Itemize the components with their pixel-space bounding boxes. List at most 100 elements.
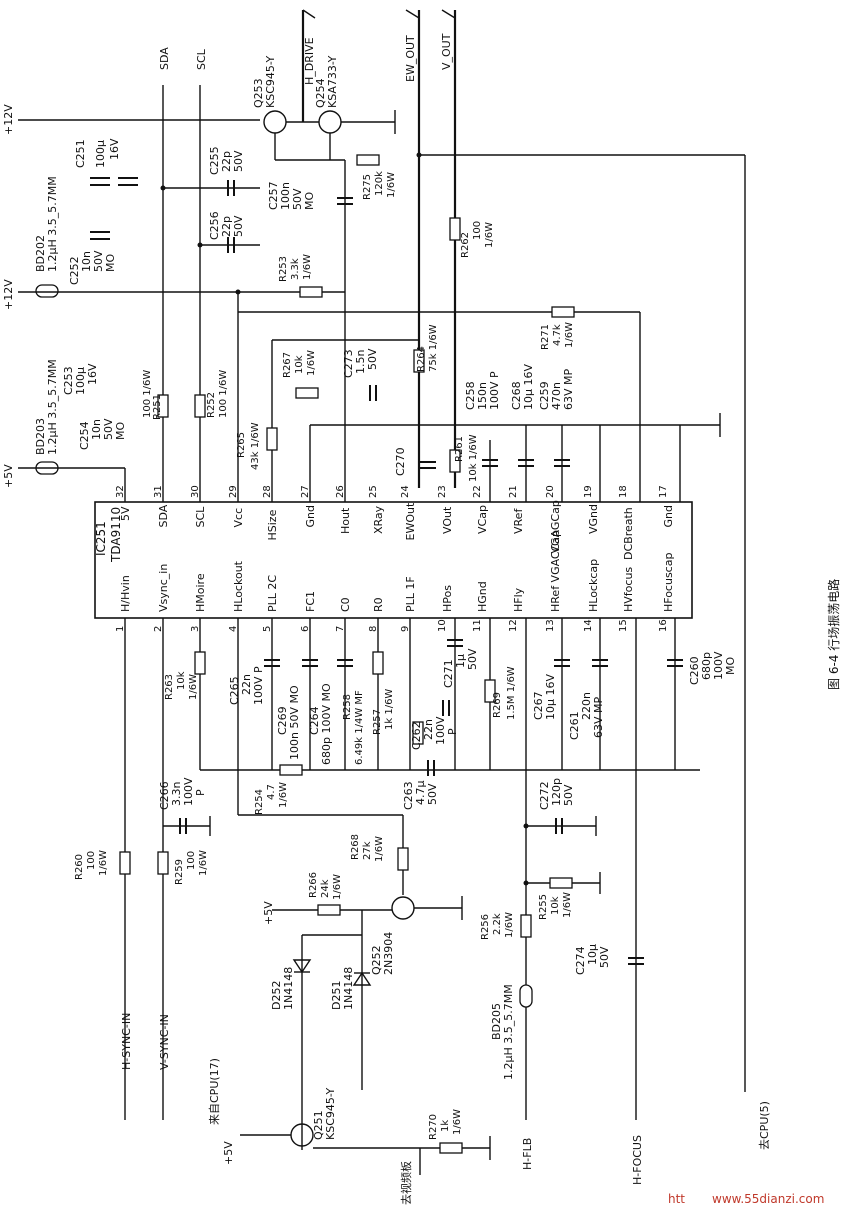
r255-ref: R255 xyxy=(538,894,549,920)
c274-v2: 50V xyxy=(598,946,611,968)
c265-v1: 22n xyxy=(240,674,253,695)
c257-v2: 50V xyxy=(291,188,304,210)
r260-v2: 1/6W xyxy=(98,850,109,876)
ic-pin-num-8: 8 xyxy=(368,626,379,632)
c258-v2: 100V P xyxy=(488,371,501,410)
q254-ref: Q254 xyxy=(314,78,327,108)
v-sync-in-label: V-SYNC-IN xyxy=(158,1014,171,1070)
bd203-ref: BD203 xyxy=(34,418,47,455)
ic-pin-num-12: 12 xyxy=(508,619,519,632)
c271-v2: 50V xyxy=(466,648,479,670)
ic-pin-name-13: HRef VGACCap xyxy=(549,530,562,612)
h-flb-label: H-FLB xyxy=(521,1138,534,1170)
r256-body xyxy=(520,914,532,938)
c256-v2: 50V xyxy=(232,215,245,237)
bd203-val: 1.2μH 3.5_5.7MM xyxy=(46,359,59,455)
r263-v2: 1/6W xyxy=(188,674,199,700)
r262-v2: 1/6W xyxy=(484,222,495,248)
ic-pin-name-27: Gnd xyxy=(304,505,317,527)
r271-ref: R271 xyxy=(540,324,551,350)
c263-ref: C263 xyxy=(402,781,415,810)
ic-pin-name-15: HVfocus xyxy=(622,567,635,612)
p5v-q252-label: +5V xyxy=(262,901,275,925)
r253-v1: 3.3k xyxy=(290,258,301,280)
c252-ref: C252 xyxy=(68,256,81,285)
r256-v2: 1/6W xyxy=(504,912,515,938)
ic-pin-num-2: 2 xyxy=(153,626,164,632)
d251-symbol xyxy=(352,971,372,986)
r258-ref: R258 xyxy=(342,694,353,720)
r269-body xyxy=(484,679,496,703)
r271-v2: 1/6W xyxy=(564,322,575,348)
r263-v1: 10k xyxy=(176,671,187,690)
ic-pin-num-3: 3 xyxy=(190,626,201,632)
c272-v1: 120p xyxy=(550,778,563,806)
ic-pin-name-4: HLockout xyxy=(232,560,245,612)
ic-pin-name-9: PLL 1F xyxy=(404,576,417,612)
c266-v1: 3.3n xyxy=(170,782,183,806)
ic-pin-name-29: Vcc xyxy=(232,508,245,528)
bottom-section: R263 10k 1/6W C265 22n 100V P C269 100n … xyxy=(74,618,737,1175)
r263-body xyxy=(194,651,206,675)
c272-v2: 50V xyxy=(562,784,575,806)
c252-v3: MO xyxy=(104,254,117,272)
ic-pin-name-19: VGnd xyxy=(587,504,600,534)
c268-ref: C268 xyxy=(510,381,523,410)
ic-pin-name-20: VGAGCap xyxy=(549,500,562,553)
c256-ref: C256 xyxy=(208,211,221,240)
r268-v1: 27k xyxy=(362,841,373,860)
ic-pin-num-21: 21 xyxy=(508,485,519,498)
r252-val: 100 1/6W xyxy=(218,370,229,418)
ic-pin-num-10: 10 xyxy=(437,619,448,632)
r252-ref: R252 xyxy=(206,392,217,418)
bd205-val: 1.2μH 3.5_5.7MM xyxy=(502,984,515,1080)
r254-ref: R254 xyxy=(254,789,265,815)
c271-ref: C271 xyxy=(442,659,455,688)
r254-v1: 4.7 xyxy=(266,784,277,800)
c252-v2: 50V xyxy=(92,250,105,272)
signal-labels: H-SYNC-IN V-SYNC-IN H-FLB H-FOCUS 去CPU(5… xyxy=(120,1013,771,1205)
r258-body xyxy=(372,651,384,675)
r262-v1: 100 xyxy=(472,221,483,240)
q251-ref: Q251 xyxy=(312,1110,325,1140)
c271-v1: 1μ xyxy=(454,654,467,668)
r256-v1: 2.2k xyxy=(492,913,503,935)
ic251: IC251 TDA9110 H/Hvin1Vsync_in2HMoire3HLo… xyxy=(94,485,693,632)
ic-pin-num-7: 7 xyxy=(335,626,346,632)
ic-pin-name-5: PLL 2C xyxy=(266,575,279,612)
ic251-ref: IC251 xyxy=(94,521,108,556)
q253-symbol xyxy=(263,110,287,134)
q253-part: KSC945-Y xyxy=(264,55,277,108)
c257-ref: C257 xyxy=(267,181,280,210)
c255-v1: 22p xyxy=(220,151,233,172)
c266-v2: 100V xyxy=(182,777,195,806)
r261-val: 10k 1/6W xyxy=(468,434,479,482)
r252-body xyxy=(194,394,206,418)
c273-v1: 1.5n xyxy=(354,350,367,374)
c264-ref: C264 xyxy=(308,706,321,735)
c251-ref: C251 xyxy=(74,139,87,168)
r267-v1: 10k xyxy=(294,355,305,374)
ic-pin-name-14: HLockcap xyxy=(587,559,600,612)
c261-v2: 63V MP xyxy=(592,696,605,738)
r260-body xyxy=(119,851,131,875)
r268-ref: R268 xyxy=(350,834,361,860)
ic-pin-num-22: 22 xyxy=(472,485,483,498)
d252-symbol xyxy=(292,959,312,974)
ic-pin-num-4: 4 xyxy=(228,626,239,632)
r265-ref: R265 xyxy=(236,432,247,458)
r266-v2: 1/6W xyxy=(332,874,343,900)
r264-body xyxy=(413,349,425,373)
r270-ref: R270 xyxy=(428,1114,439,1140)
r253-body xyxy=(299,286,323,298)
ic-pin-name-3: HMoire xyxy=(194,573,207,612)
r255-body xyxy=(549,877,573,889)
ic-pin-num-31: 31 xyxy=(153,485,164,498)
ic-pin-num-14: 14 xyxy=(583,619,594,632)
c254-v2: 50V xyxy=(102,418,115,440)
r259-ref: R259 xyxy=(174,859,185,885)
ic-pin-name-31: SDA xyxy=(157,504,170,527)
r268-v2: 1/6W xyxy=(374,836,385,862)
